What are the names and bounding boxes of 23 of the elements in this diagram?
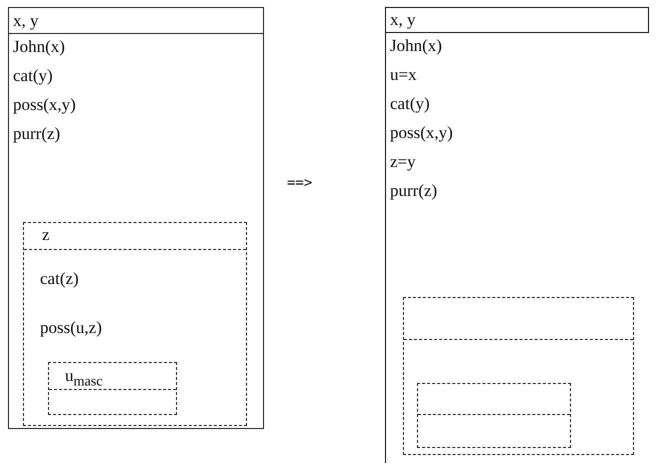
drs-condition: purr(z) [13, 124, 60, 144]
drs-condition: u=x [390, 65, 417, 85]
drs-condition: purr(z) [390, 181, 438, 201]
sub-drs-box [23, 222, 247, 426]
drs-condition: John(x) [13, 37, 65, 57]
drs-box [385, 7, 649, 463]
transition-symbol: ==> [287, 174, 312, 193]
drs-condition: John(x) [390, 36, 442, 56]
discourse-referents: z [42, 225, 50, 245]
drs-condition: z=y [390, 152, 416, 172]
sub-drs-box [48, 362, 177, 415]
discourse-referents: x, y [390, 10, 416, 30]
drs-condition: poss(x,y) [13, 95, 76, 115]
drs-condition: cat(y) [13, 66, 53, 86]
drs-condition: cat(z) [40, 269, 79, 289]
drs-condition: cat(y) [390, 94, 430, 114]
drs-box [8, 7, 264, 429]
drs-condition: poss(u,z) [40, 318, 102, 338]
discourse-referents: x, y [13, 11, 38, 31]
drs-condition: poss(x,y) [390, 123, 453, 143]
discourse-referents: u$_{masc}$ [65, 366, 103, 392]
sub-drs-box [417, 383, 571, 448]
sub-drs-box [403, 297, 634, 455]
